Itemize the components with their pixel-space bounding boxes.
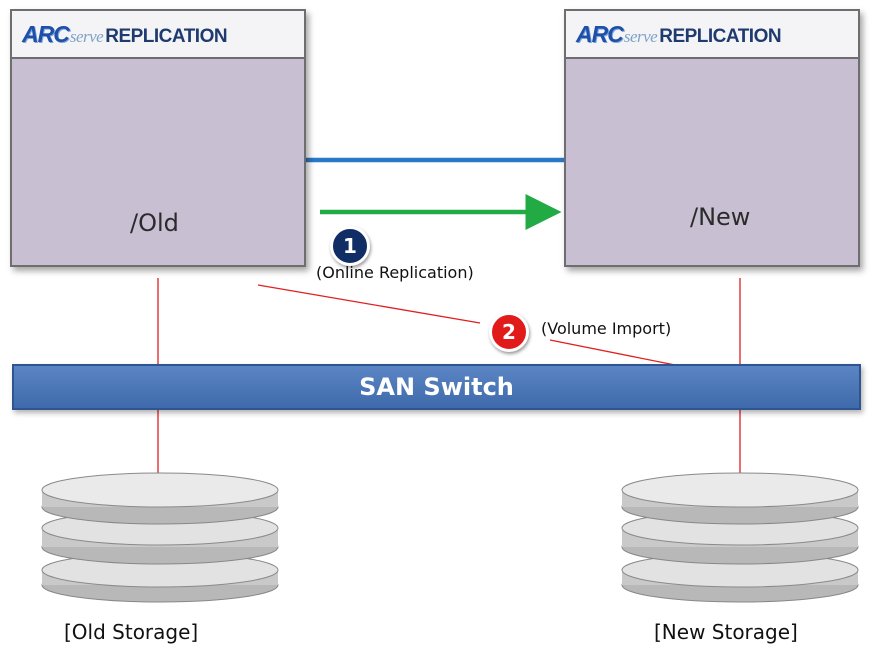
logo-arc-text: ARC bbox=[22, 21, 70, 47]
old-storage-caption: [Old Storage] bbox=[64, 620, 199, 644]
step-2-label: (Volume Import) bbox=[541, 319, 672, 338]
logo-arc-text: ARC bbox=[576, 21, 624, 47]
new-storage-disks bbox=[621, 472, 859, 603]
san-switch-label: SAN Switch bbox=[359, 373, 514, 401]
logo-serve-text: serve bbox=[69, 27, 104, 46]
logo-product-text: REPLICATION bbox=[105, 26, 228, 47]
logo-product-text: REPLICATION bbox=[659, 26, 782, 47]
step-2-badge: 2 bbox=[489, 312, 529, 352]
new-path-label: /New bbox=[690, 203, 751, 231]
new-storage-caption: [New Storage] bbox=[654, 620, 798, 644]
san-switch: SAN Switch bbox=[12, 364, 861, 410]
step-1-label: (Online Replication) bbox=[316, 263, 474, 282]
old-storage-disks bbox=[41, 472, 279, 603]
step-1-badge: 1 bbox=[330, 226, 370, 266]
old-path-label: /Old bbox=[130, 209, 179, 237]
volume-import-path bbox=[257, 284, 481, 324]
logo-serve-text: serve bbox=[623, 27, 658, 46]
